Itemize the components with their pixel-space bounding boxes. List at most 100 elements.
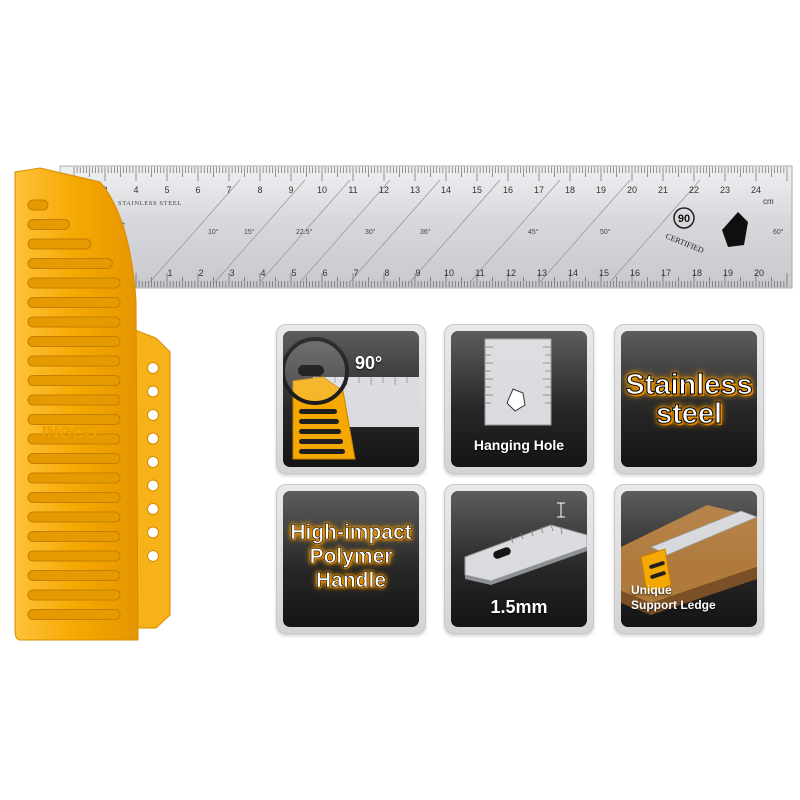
blade-number-bottom: 17: [661, 268, 671, 278]
handle-ledge-hole: [147, 385, 159, 398]
blade-number-top: 13: [410, 185, 420, 195]
blade-number-bottom: 14: [568, 268, 578, 278]
handle-grip-slot: [27, 609, 121, 620]
handle-ledge-hole: [147, 550, 159, 562]
handle-ledge-hole: [147, 503, 159, 515]
handle-grip-slot: [27, 453, 121, 464]
handle-grip-slot: [27, 511, 121, 523]
blade-number-top: 5: [164, 185, 169, 195]
blade-number-top: 7: [226, 185, 231, 195]
blade-diagonal-line: [259, 179, 351, 283]
blade-number-bottom: 10: [444, 268, 454, 278]
blade-number-bottom: 8: [384, 268, 389, 278]
blade-angle-label: 50°: [600, 228, 611, 236]
handle-grip-slot: [27, 375, 121, 386]
blade-number-bottom: 6: [322, 268, 327, 278]
blade-diagonal-line: [149, 179, 241, 283]
blade-number-top: 24: [751, 185, 761, 195]
handle-grip-slot: [27, 433, 121, 445]
blade-number-top: 21: [658, 185, 668, 195]
feature-tile-right-angle: 90°: [276, 324, 426, 474]
feature-stainless-steel-line-2: steel: [655, 398, 723, 430]
blade-number-bottom: 2: [198, 268, 203, 278]
blade-number-bottom: 13: [537, 268, 547, 278]
blade-angle-label: 30°: [365, 228, 376, 236]
blade-angle-label: 36°: [420, 228, 431, 236]
blade-angle-label: 15°: [244, 228, 255, 236]
blade-number-bottom: 4: [260, 268, 265, 278]
handle-ledge-hole: [147, 456, 159, 468]
handle-grip-slot: [27, 492, 121, 503]
handle-grip-slot: [27, 394, 121, 406]
handle-grip-slot: [27, 316, 121, 328]
blade-diagonal-line: [349, 179, 441, 283]
blade-ticks-top: [73, 167, 788, 181]
blade-diagonal-line: [299, 179, 391, 283]
feature-polymer-handle-label: High-impact Polymer Handle: [283, 521, 419, 593]
handle-grip-slot: [27, 238, 92, 250]
feature-tile-hanging-hole: Hanging Hole: [444, 324, 594, 474]
handle-grip-slot: [27, 414, 121, 425]
handle-ledge-hole: [147, 432, 159, 445]
blade-number-top: 12: [379, 185, 389, 195]
support-ledge-illustration: [621, 505, 757, 615]
blade-number-bottom: 20: [754, 268, 764, 278]
handle-ledge-holes: [147, 362, 159, 562]
handle-grip-slot: [27, 297, 121, 308]
blade-angle-labels: 10°15°22.5°30°36°45°50°60°: [208, 228, 784, 236]
blade-number-top: 10: [317, 185, 327, 195]
feature-support-ledge-line-1: Unique: [631, 583, 672, 597]
blade-numbers-top: 23456789101112131415161718192021222324: [71, 185, 761, 195]
handle-grip-slot: [27, 570, 121, 581]
blade-number-bottom: 7: [353, 268, 358, 278]
handle-ledge-hole: [147, 409, 159, 421]
feature-tile-thickness: 1.5mm: [444, 484, 594, 634]
feature-tile-support-ledge: Unique Support Ledge: [614, 484, 764, 634]
feature-stainless-steel-line-1: Stainless: [625, 369, 753, 401]
blade-number-top: 8: [257, 185, 262, 195]
handle-grip-slot: [27, 199, 49, 211]
blade-number-bottom: 1: [167, 268, 172, 278]
handle-support-ledge: [134, 329, 171, 629]
feature-polymer-handle-line-2: Polymer: [309, 545, 393, 569]
blade-number-top: 14: [441, 185, 451, 195]
blade-angle-label: 10°: [208, 228, 219, 236]
handle-ledge-hole: [147, 479, 159, 492]
right-angle-illustration: [283, 337, 419, 460]
handle-grip-slot: [27, 219, 70, 230]
blade-angle-label: 60°: [773, 228, 784, 236]
blade-number-top: 9: [288, 185, 293, 195]
handle-grip-slot: [27, 550, 121, 562]
blade-diagonal-line: [214, 179, 306, 283]
blade-number-top: 19: [596, 185, 606, 195]
blade-angle-label: 22.5°: [296, 228, 313, 236]
blade-number-bottom: 18: [692, 268, 702, 278]
handle-grip-slot: [27, 531, 121, 542]
handle-grip-slot: [27, 472, 121, 484]
blade-scale-label: STAINLESS STEEL: [118, 200, 182, 207]
feature-tile-polymer-handle: High-impact Polymer Handle: [276, 484, 426, 634]
feature-right-angle-label: 90°: [355, 353, 383, 373]
feature-thickness-label: 1.5mm: [490, 597, 548, 617]
blade-number-bottom: 3: [229, 268, 234, 278]
handle-brand-logo: INGCO: [42, 423, 98, 442]
handle-grip-slot: [27, 336, 121, 347]
handle-ledge-hole: [147, 362, 159, 374]
blade-number-top: 4: [133, 185, 138, 195]
blade-number-top: 18: [565, 185, 575, 195]
blade-number-top: 6: [195, 185, 200, 195]
feature-tile-stainless-steel: Stainless steel: [614, 324, 764, 474]
feature-support-ledge-label: Unique Support Ledge: [631, 583, 716, 613]
blade-number-top: 16: [503, 185, 513, 195]
blade-body: [59, 165, 793, 289]
blade-number-top: 22: [689, 185, 699, 195]
blade-number-top: 23: [720, 185, 730, 195]
blade-number-bottom: 9: [415, 268, 420, 278]
handle-ledge-hole: [147, 526, 159, 539]
blade-thickness-illustration: [464, 502, 587, 585]
blade-number-bottom: 19: [723, 268, 733, 278]
blade-number-top: 15: [472, 185, 482, 195]
